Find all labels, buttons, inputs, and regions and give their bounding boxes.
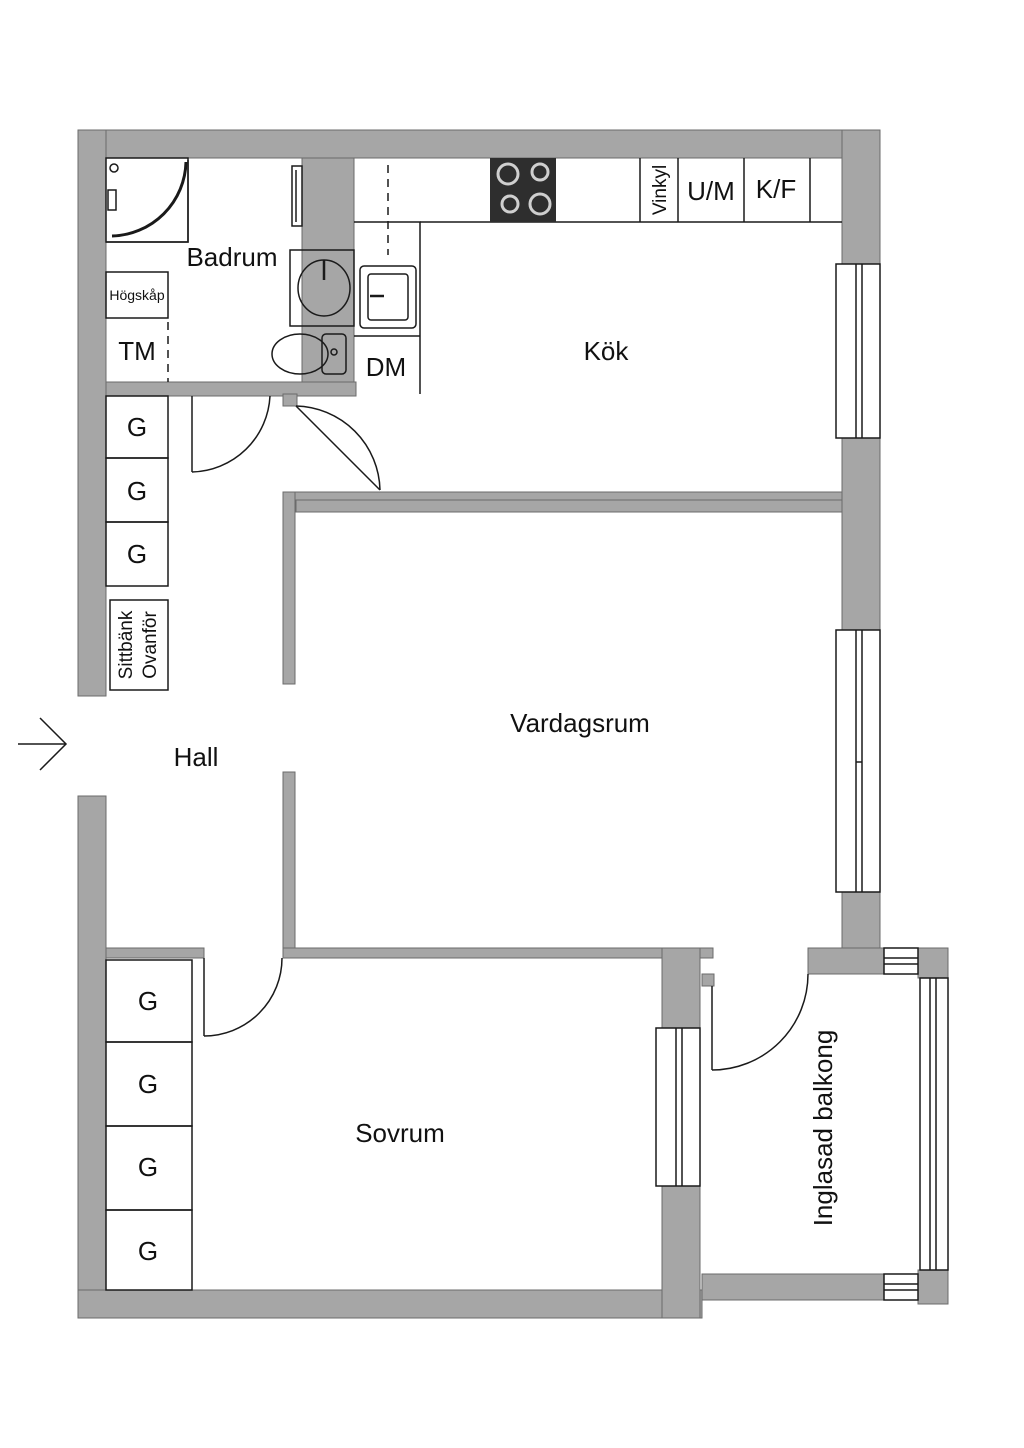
- door-swing-icon: [711, 973, 809, 1071]
- room-label-vardagsrum: Vardagsrum: [510, 708, 650, 738]
- label-g: G: [138, 1236, 158, 1266]
- wall-bottom: [77, 1289, 703, 1319]
- wall-top: [77, 129, 881, 159]
- wall-hall-lower: [282, 771, 296, 949]
- wall-left-lower: [77, 795, 107, 1319]
- label-g: G: [138, 1069, 158, 1099]
- label-g: G: [138, 1152, 158, 1182]
- room-label-badrum: Badrum: [186, 242, 277, 272]
- window-icon: [835, 629, 881, 893]
- hall-wardrobes: [105, 395, 169, 691]
- wall-kitchen-stub: [282, 393, 298, 407]
- bath-cabinets: [105, 271, 169, 382]
- wall-living-top: [295, 499, 843, 513]
- label-sittbank: Sittbänk: [116, 610, 137, 679]
- label-um: U/M: [687, 176, 735, 206]
- shower-icon: [105, 157, 189, 243]
- doors: [191, 395, 809, 1071]
- wall-hall-upper: [282, 491, 296, 685]
- label-g: G: [127, 412, 147, 442]
- stove-icon: [490, 158, 556, 222]
- window-icon: [835, 263, 881, 439]
- room-label-balkong: Inglasad balkong: [808, 1030, 838, 1227]
- wall-kitchen-bottom: [282, 491, 843, 501]
- entrance-arrow-icon: [18, 717, 68, 771]
- window-icon: [883, 947, 919, 975]
- room-label-sovrum: Sovrum: [355, 1118, 445, 1148]
- label-dm: DM: [366, 352, 406, 382]
- wall-bedroom-right-2: [661, 1185, 701, 1319]
- wall-bedroom-right-1: [661, 947, 701, 1031]
- window-icon: [883, 1273, 919, 1301]
- door-swing-icon: [295, 405, 381, 491]
- room-label-kok: Kök: [584, 336, 630, 366]
- label-g: G: [127, 539, 147, 569]
- wall-right-1: [841, 129, 881, 267]
- label-g: G: [127, 476, 147, 506]
- wall-balcony-right-top: [917, 947, 949, 979]
- window-icon: [655, 1027, 701, 1187]
- label-tm: TM: [118, 336, 156, 366]
- wall-bath-bottom: [105, 381, 357, 397]
- toilet-icon: [271, 333, 347, 375]
- label-g: G: [138, 986, 158, 1016]
- sink-icon: [289, 249, 355, 327]
- kitchen-sink-icon: [359, 265, 417, 329]
- wall-right-3: [841, 891, 881, 949]
- door-swing-icon: [203, 957, 283, 1037]
- wall-bedroom-top: [282, 947, 714, 959]
- wall-right-2: [841, 437, 881, 631]
- room-label-hall: Hall: [174, 742, 219, 772]
- wall-balcony-right-bot: [917, 1269, 949, 1305]
- wall-left-upper: [77, 129, 107, 697]
- wall-hall-bedroom: [105, 947, 205, 959]
- label-kf: K/F: [756, 174, 796, 204]
- door-swing-icon: [191, 395, 271, 473]
- label-ovanfor: Ovanför: [140, 611, 161, 679]
- wall-balcony-stub: [701, 973, 715, 987]
- windows: [655, 263, 949, 1301]
- towel-rail: [291, 165, 303, 227]
- window-icon: [919, 977, 949, 1271]
- label-hogskap: Högskåp: [109, 287, 164, 303]
- bedroom-wardrobes: [105, 959, 193, 1291]
- label-vinkyl: Vinkyl: [650, 165, 671, 215]
